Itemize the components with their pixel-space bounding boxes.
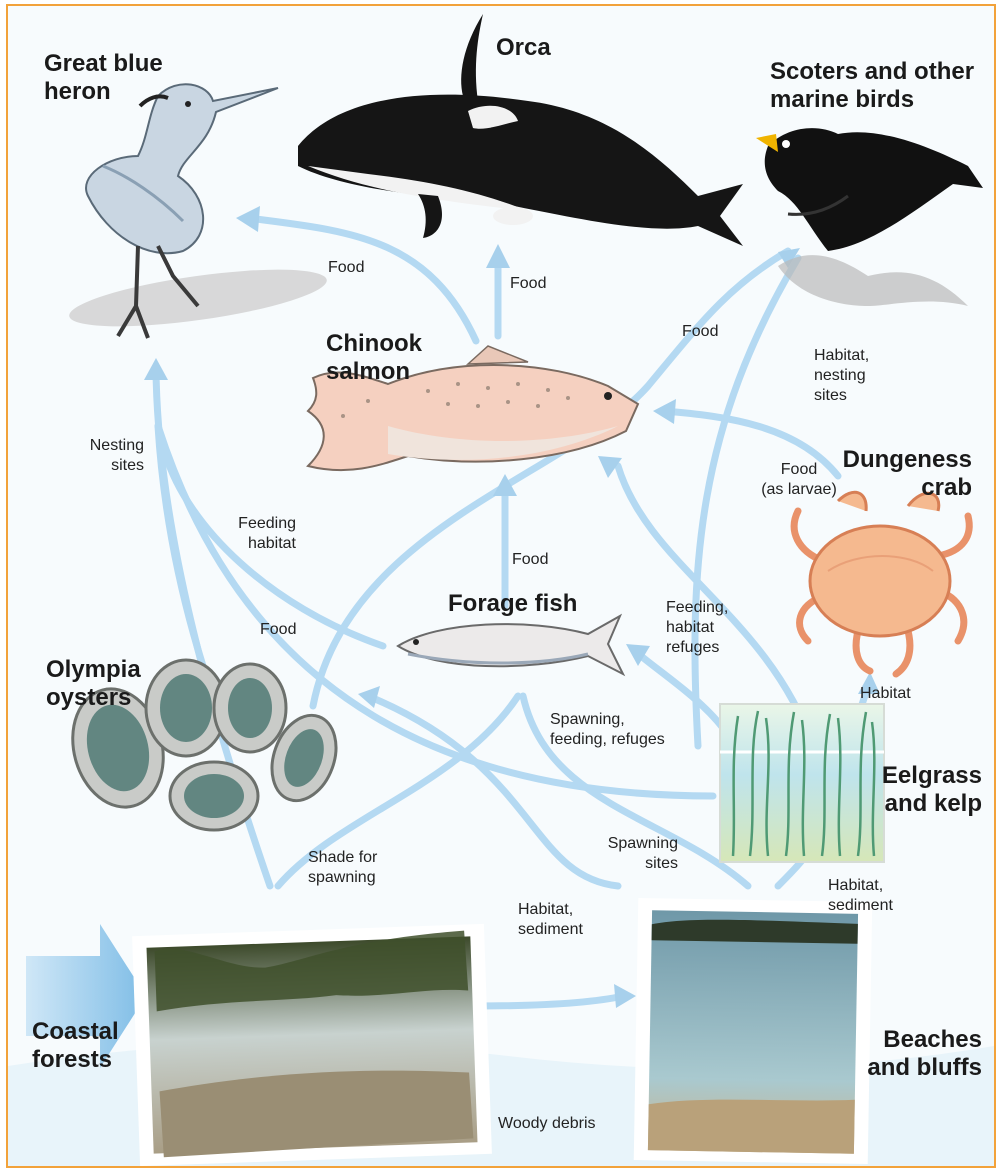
label-habitat-sediment-left: Habitat, sediment	[518, 900, 583, 940]
label-spawning-sites: Spawning sites	[598, 834, 678, 874]
beaches-title: Beaches and bluffs	[854, 1026, 982, 1082]
label-food-oysters: Food	[260, 620, 296, 640]
label-food-larvae: Food (as larvae)	[754, 460, 844, 500]
forest-photo	[132, 924, 492, 1166]
heron-title: Great blue heron	[44, 50, 163, 106]
label-crab-habitat: Habitat	[860, 684, 911, 704]
label-food-heron: Food	[328, 258, 364, 278]
label-nesting-sites: Nesting sites	[68, 436, 144, 476]
chinook-title: Chinook salmon	[326, 330, 422, 386]
food-web-diagram: Great blue heron Orca Scoters and other …	[6, 4, 996, 1168]
heron-illustration	[66, 84, 330, 338]
forage-fish-illustration	[398, 616, 623, 674]
label-habitat-nesting: Habitat, nesting sites	[814, 346, 869, 406]
label-habitat-sediment-right: Habitat, sediment	[828, 876, 893, 916]
label-feeding-refuges: Feeding, habitat refuges	[666, 598, 728, 658]
label-spawning-feeding: Spawning, feeding, refuges	[550, 710, 665, 750]
scoter-illustration	[756, 128, 983, 306]
crab-illustration	[794, 492, 969, 674]
crab-title: Dungeness crab	[828, 446, 972, 502]
scoters-title: Scoters and other marine birds	[770, 58, 974, 114]
beach-photo	[634, 898, 873, 1164]
label-shade-spawning: Shade for spawning	[308, 848, 377, 888]
forage-title: Forage fish	[448, 590, 577, 618]
eelgrass-title: Eelgrass and kelp	[854, 762, 982, 818]
orca-title: Orca	[496, 34, 551, 62]
label-food-orca: Food	[510, 274, 546, 294]
label-food-scoters: Food	[682, 322, 718, 342]
label-woody-debris: Woody debris	[498, 1114, 596, 1134]
label-feeding-habitat: Feeding habitat	[208, 514, 296, 554]
diagram-canvas	[8, 6, 994, 1166]
label-food-forage: Food	[512, 550, 548, 570]
forests-title: Coastal forests	[32, 1018, 119, 1074]
oysters-title: Olympia oysters	[46, 656, 141, 712]
